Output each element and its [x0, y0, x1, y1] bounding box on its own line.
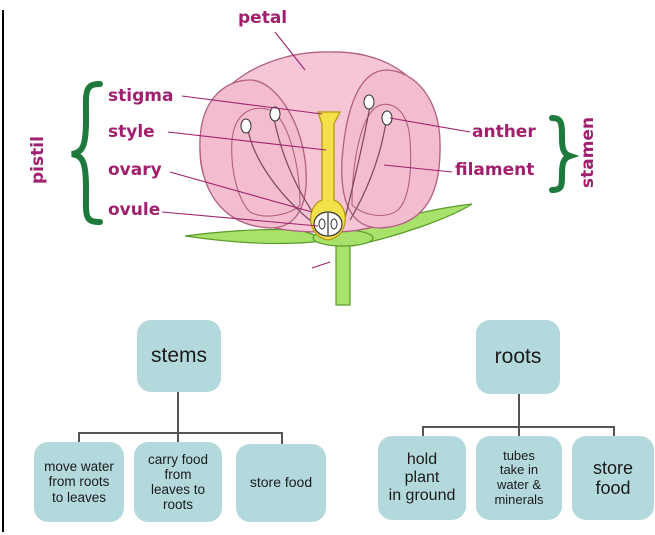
roots-connector-vertical [518, 394, 520, 426]
stems-node: stems [137, 320, 221, 392]
stems-connector-horizontal [78, 432, 282, 434]
anther-1 [241, 119, 251, 133]
roots-child-node: store food [572, 436, 654, 520]
stems-child-node: move water from roots to leaves [34, 442, 124, 522]
stems-connector-right [281, 432, 283, 444]
pistil-bracket [72, 84, 100, 222]
label-stamen: stamen [578, 117, 598, 188]
label-ovule: ovule [108, 200, 160, 220]
label-filament: filament [455, 160, 534, 180]
anther-3 [364, 95, 374, 109]
label-anther: anther [472, 122, 536, 142]
stems-connector-vertical [177, 392, 179, 432]
stem-leader [312, 262, 330, 268]
right-petal [342, 70, 440, 228]
label-stigma: stigma [108, 86, 173, 106]
flower-diagram [0, 0, 655, 310]
roots-child-node: hold plant in ground [378, 436, 466, 520]
label-style: style [108, 122, 155, 142]
stamen-bracket [552, 118, 570, 190]
stems-child-node: store food [236, 444, 326, 522]
stems-child-node: carry food from leaves to roots [134, 442, 222, 522]
label-pistil: pistil [28, 136, 48, 184]
roots-node: roots [476, 320, 560, 394]
anther-2 [270, 107, 280, 121]
roots-child-node: tubes take in water & minerals [476, 436, 562, 520]
label-ovary: ovary [108, 160, 162, 180]
flower-stem [336, 238, 350, 305]
label-petal: petal [238, 8, 287, 28]
